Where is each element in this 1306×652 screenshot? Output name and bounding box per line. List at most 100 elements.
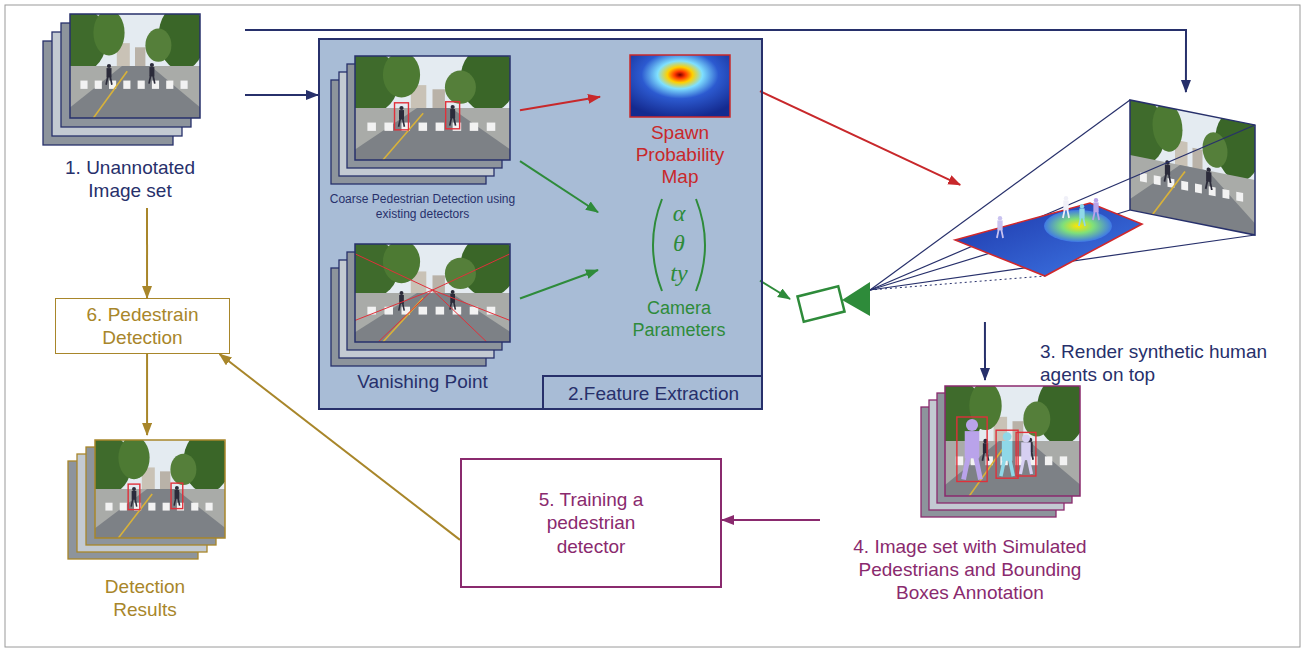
image-stack — [976, 457, 981, 480]
render-scene — [1164, 173, 1166, 182]
connector — [760, 91, 960, 185]
image-stack — [403, 119, 405, 127]
image-stack — [470, 123, 479, 131]
image-stack — [966, 419, 978, 431]
render-scene — [1063, 200, 1068, 210]
feature-extraction-panel: Coarse Pedestrian Detection using existi… — [318, 38, 763, 410]
image-stack — [1002, 441, 1013, 461]
render-scene — [1169, 174, 1171, 183]
image-stack — [446, 102, 460, 129]
image-stack — [1045, 456, 1052, 465]
render-scene — [997, 220, 1002, 230]
image-stack — [1028, 459, 1031, 474]
render-scene — [797, 87, 1267, 322]
image-stack — [454, 302, 456, 309]
detection-stack-node: Coarse Pedestrian Detection using existi… — [325, 52, 520, 234]
render-scene — [870, 276, 1045, 290]
node-label: ty — [659, 258, 699, 288]
render-scene — [1083, 218, 1085, 226]
image-stack — [107, 64, 111, 68]
image-stack — [110, 77, 112, 85]
spawn-map-node: Spawn Probability Map — [600, 50, 760, 192]
image-stack — [996, 430, 1018, 478]
image-stack — [149, 76, 151, 84]
render-scene — [1223, 189, 1230, 199]
image-stack — [95, 440, 225, 538]
render-scene — [1080, 204, 1084, 208]
connector — [984, 322, 986, 380]
feature-panel-fill — [318, 38, 763, 410]
node-label: 4. Image set with Simulated Pedestrians … — [845, 535, 1095, 605]
render-scene — [1044, 210, 1112, 242]
node-label: θ — [659, 228, 699, 258]
render-scene — [1063, 210, 1065, 218]
image-stack — [43, 4, 213, 145]
image-stack — [451, 105, 455, 109]
image-stack — [191, 503, 198, 511]
image-stack — [68, 430, 238, 559]
image-stack — [174, 498, 176, 505]
connector — [520, 270, 598, 298]
node-label: 5. Training a pedestrian detector — [516, 488, 666, 558]
image-stack — [132, 487, 136, 491]
image-stack — [181, 81, 188, 89]
image-stack — [107, 68, 112, 77]
image-stack — [70, 14, 200, 118]
node-label: 3. Render synthetic human agents on top — [1040, 340, 1270, 386]
image-stack — [945, 386, 1080, 496]
image-stack — [355, 293, 510, 342]
render-scene — [1067, 210, 1069, 218]
image-stack — [171, 483, 183, 508]
image-stack — [70, 14, 200, 118]
render-scene — [1210, 181, 1212, 190]
image-stack — [1001, 459, 1005, 476]
image-stack — [355, 244, 510, 342]
image-stack — [982, 452, 984, 460]
image-stack — [436, 307, 445, 315]
render-scene — [1236, 192, 1243, 202]
image-stack — [451, 290, 455, 294]
image-stack — [355, 108, 510, 160]
image-stack — [399, 303, 401, 310]
image-stack — [123, 81, 130, 89]
image-stack — [1021, 442, 1031, 460]
render-scene — [1064, 196, 1068, 200]
node-label: Camera Parameters — [598, 298, 760, 342]
render-node: 3. Render synthetic human agents on top — [790, 92, 1295, 322]
image-stack — [80, 81, 87, 89]
image-stack — [170, 454, 196, 485]
image-stack — [178, 498, 180, 505]
image-stack — [400, 291, 404, 295]
render-scene — [1130, 100, 1255, 235]
image-stack — [1010, 459, 1014, 476]
image-stack — [965, 431, 980, 458]
image-stack — [436, 123, 445, 131]
render-scene — [1206, 180, 1208, 189]
image-stack — [367, 123, 376, 131]
image-stack — [433, 89, 445, 110]
camera-icon — [797, 282, 870, 322]
node-label: 1. Unannotated Image set — [55, 156, 205, 202]
node-label: 6. Pedestrain Detection — [60, 303, 225, 349]
image-stack — [1020, 459, 1023, 474]
image-stack — [1060, 456, 1067, 465]
image-stack — [450, 118, 452, 126]
matrix-bracket — [696, 199, 705, 291]
render-scene — [1093, 202, 1098, 212]
connector — [760, 281, 790, 299]
image-stack — [399, 106, 403, 110]
image-stack — [93, 14, 124, 56]
image-stack — [153, 76, 155, 84]
render-scene — [997, 230, 999, 238]
image-stack — [163, 503, 170, 511]
render-scene — [955, 203, 1142, 276]
image-stack — [1003, 432, 1012, 441]
image-stack — [1023, 401, 1050, 436]
render-scene — [1195, 183, 1202, 193]
image-stack — [450, 109, 455, 118]
image-stack — [433, 290, 511, 320]
image-stack — [378, 290, 432, 342]
image-stack — [964, 457, 969, 480]
image-stack — [148, 503, 155, 511]
render-scene — [1130, 100, 1255, 235]
